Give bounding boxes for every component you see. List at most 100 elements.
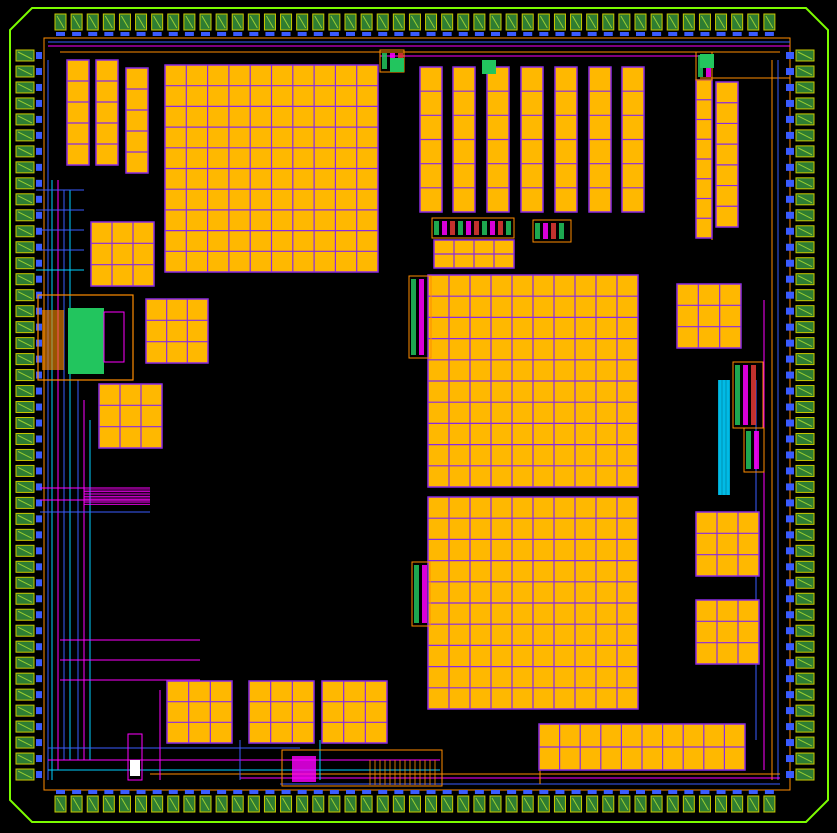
pad-top-connector bbox=[442, 32, 452, 36]
pad-left-hatch bbox=[17, 706, 33, 715]
pad-bottom-connector bbox=[136, 790, 146, 794]
pad-left-connector bbox=[36, 435, 42, 443]
pad-right-connector bbox=[786, 659, 794, 667]
logic-cluster-top-right-cell bbox=[535, 223, 540, 239]
pad-left-connector bbox=[36, 179, 42, 187]
pad-bottom-hatch bbox=[475, 797, 484, 811]
logic-cluster-top-right-cell bbox=[543, 223, 548, 239]
pad-left-connector bbox=[36, 483, 42, 491]
pad-top-connector bbox=[217, 32, 227, 36]
logic-cluster-left-bottom-cell bbox=[414, 565, 419, 623]
pad-right-hatch bbox=[797, 514, 813, 523]
pad-ring-top bbox=[54, 13, 776, 36]
pad-top-hatch bbox=[72, 15, 81, 29]
pad-left-hatch bbox=[17, 722, 33, 731]
pad-left-hatch bbox=[17, 83, 33, 92]
pad-left-connector bbox=[36, 627, 42, 635]
pad-top-connector bbox=[184, 32, 194, 36]
pad-right-hatch bbox=[797, 594, 813, 603]
pad-right-connector bbox=[786, 259, 794, 267]
pad-left-hatch bbox=[17, 754, 33, 763]
pad-left-connector bbox=[36, 419, 42, 427]
pad-right-connector bbox=[786, 707, 794, 715]
pad-bottom-hatch bbox=[88, 797, 97, 811]
pad-left-hatch bbox=[17, 466, 33, 475]
pad-bottom-hatch bbox=[217, 797, 226, 811]
pad-right-hatch bbox=[797, 626, 813, 635]
pad-bottom-hatch bbox=[249, 797, 258, 811]
pad-top-hatch bbox=[652, 15, 661, 29]
analog-block-left-core bbox=[68, 308, 104, 374]
pad-left-connector bbox=[36, 163, 42, 171]
pad-right-hatch bbox=[797, 291, 813, 300]
pad-left-hatch bbox=[17, 738, 33, 747]
pad-ring-bottom bbox=[54, 790, 776, 813]
pad-left-hatch bbox=[17, 211, 33, 220]
pad-left-connector bbox=[36, 52, 42, 59]
pad-bottom-connector bbox=[732, 790, 742, 794]
pad-top-connector bbox=[56, 32, 65, 36]
pad-left-connector bbox=[36, 611, 42, 619]
pad-top-hatch bbox=[137, 15, 145, 29]
pad-top-connector bbox=[603, 32, 613, 36]
pad-left-hatch bbox=[17, 658, 33, 667]
pad-top-hatch bbox=[717, 15, 725, 29]
pad-top-hatch bbox=[201, 15, 210, 29]
logic-cluster-top-center-cell bbox=[490, 221, 495, 235]
pad-right-hatch bbox=[797, 387, 813, 395]
pad-top-connector bbox=[313, 32, 323, 36]
pad-bottom-hatch bbox=[668, 797, 677, 811]
pad-top-hatch bbox=[121, 15, 129, 29]
pad-right-connector bbox=[786, 195, 794, 203]
pad-right-hatch bbox=[797, 466, 813, 475]
pad-right-hatch bbox=[797, 339, 813, 348]
small-block-macro bbox=[145, 298, 209, 364]
small-block-macro bbox=[90, 221, 155, 287]
logic-cluster-top-right-cell bbox=[551, 223, 556, 239]
pad-top-hatch bbox=[765, 15, 774, 29]
small-block-macro bbox=[166, 680, 233, 744]
pad-top-hatch bbox=[104, 15, 113, 29]
pad-left-hatch bbox=[17, 115, 33, 124]
pad-top-hatch bbox=[491, 15, 500, 29]
pad-right-connector bbox=[786, 387, 794, 395]
pad-left-connector bbox=[36, 403, 42, 411]
pad-bottom-connector bbox=[458, 790, 468, 794]
pad-top-hatch bbox=[346, 15, 355, 29]
pad-top-hatch bbox=[427, 15, 435, 29]
pad-left-hatch bbox=[17, 179, 33, 188]
pad-right-hatch bbox=[797, 578, 813, 587]
pad-left-connector bbox=[36, 547, 42, 555]
pad-right-hatch bbox=[797, 307, 813, 316]
pad-right-hatch bbox=[797, 67, 813, 76]
pad-left-hatch bbox=[17, 514, 33, 523]
pad-top-hatch bbox=[733, 15, 742, 29]
pad-right-connector bbox=[786, 147, 794, 155]
pad-left-connector bbox=[36, 531, 42, 539]
logic-cluster-top-center-cell bbox=[506, 221, 511, 235]
pad-left-hatch bbox=[17, 403, 33, 411]
pad-bottom-connector bbox=[72, 790, 82, 794]
pad-right-hatch bbox=[797, 275, 813, 284]
pad-bottom-connector bbox=[539, 790, 549, 794]
pad-bottom-connector bbox=[410, 790, 420, 794]
pad-bottom-hatch bbox=[362, 797, 371, 811]
pad-top-hatch bbox=[620, 15, 629, 29]
pad-right-hatch bbox=[797, 323, 813, 332]
pad-right-hatch bbox=[797, 738, 813, 747]
pad-left-hatch bbox=[17, 243, 33, 252]
pad-bottom-connector bbox=[297, 790, 307, 794]
pad-bottom-hatch bbox=[427, 797, 435, 811]
pad-left-connector bbox=[36, 227, 42, 235]
pad-left-hatch bbox=[17, 195, 33, 204]
pad-bottom-hatch bbox=[266, 797, 274, 811]
pad-bottom-hatch bbox=[282, 797, 290, 811]
pad-left-hatch bbox=[17, 626, 33, 635]
pad-left-hatch bbox=[17, 546, 33, 555]
pad-left-hatch bbox=[17, 275, 33, 284]
pad-right-hatch bbox=[797, 211, 813, 220]
pad-left-connector bbox=[36, 355, 42, 363]
pad-left-connector bbox=[36, 675, 42, 683]
pad-left-hatch bbox=[17, 674, 33, 683]
pad-left-connector bbox=[36, 131, 42, 139]
